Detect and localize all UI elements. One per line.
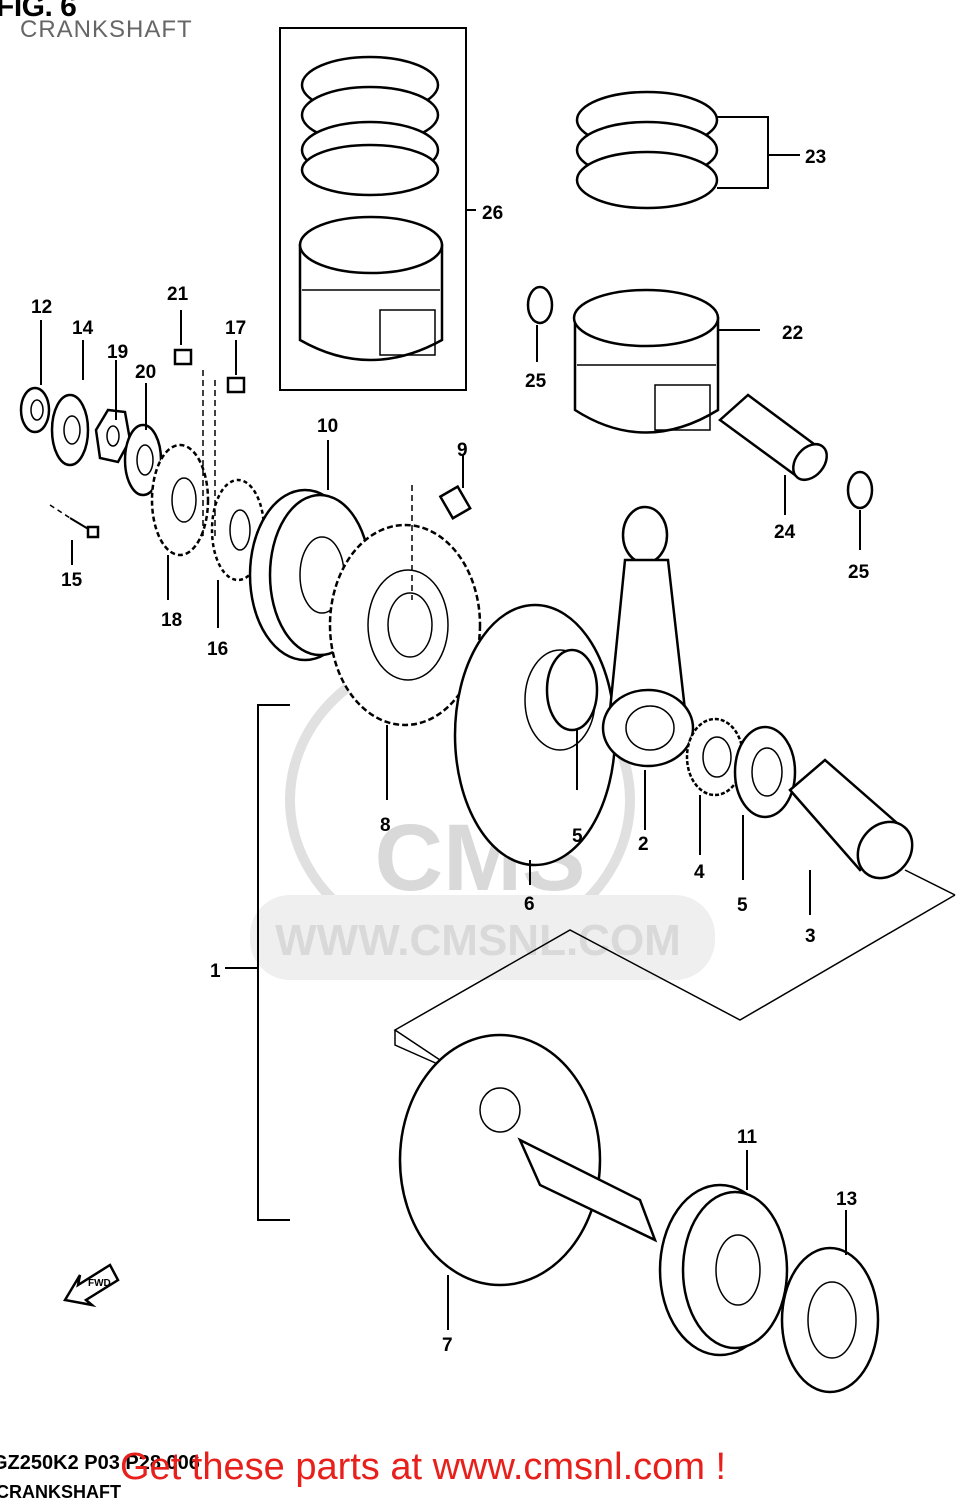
primary-gear [328,523,482,800]
callout-25-left: 25 [525,371,547,392]
piston [572,288,760,434]
callout-11: 11 [737,1127,758,1148]
piston-rings [575,90,800,210]
callout-17: 17 [225,318,246,339]
oil-seal [19,320,51,434]
callout-25-right: 25 [848,562,870,583]
circlip-left [526,285,554,362]
needle-bearing [685,717,745,855]
figure-number: FIG. 6 [0,0,77,23]
diagram-code: GZ250K2 P03 P28 006 [0,1452,200,1474]
callout-22: 22 [782,323,803,344]
thrust-washer-right [733,725,797,880]
callout-21: 21 [167,284,189,305]
callout-26: 26 [482,203,503,224]
callout-1: 1 [210,961,221,982]
fwd-label: FWD [88,1278,111,1289]
callout-6: 6 [524,894,535,915]
callout-19: 19 [107,342,128,363]
assembly-bracket [225,704,290,1221]
callout-4: 4 [694,862,705,883]
callout-13: 13 [836,1189,857,1210]
piston-rings-set [300,55,440,197]
callout-24: 24 [774,522,796,543]
connecting-rod [601,505,695,830]
bolt [49,504,100,565]
callout-10: 10 [317,416,338,437]
callout-15: 15 [61,570,83,591]
callout-8: 8 [380,815,391,836]
callout-12: 12 [31,297,52,318]
crank-web-7 [398,1033,658,1330]
crank-pin [788,758,914,915]
assembly-guide [393,869,956,1066]
piston-in-set [298,215,444,362]
circlip-right [846,470,874,550]
lock-plate [50,340,90,467]
oil-seal-13 [780,1210,880,1394]
callout-14: 14 [72,318,94,339]
drive-gear-18 [150,443,210,600]
callout-labels: 1 2 3 4 5 5 6 7 8 9 10 11 12 13 14 15 16… [31,147,870,1356]
thrust-washer-left [545,648,599,790]
callout-5-left: 5 [572,826,583,847]
key-21 [173,310,204,540]
crank-nut [94,360,132,464]
piston-pin [718,393,828,515]
callout-9: 9 [457,440,468,461]
watermark-url: WWW.CMSNL.COM [275,916,681,965]
piston-set-box [279,27,476,391]
callout-20: 20 [135,362,156,383]
pin-9 [411,455,472,600]
callout-23: 23 [805,147,826,168]
callout-2: 2 [638,834,649,855]
callout-5-right: 5 [737,895,748,916]
fwd-arrow-icon: FWD [63,1263,120,1308]
key-17 [214,340,246,540]
callout-7: 7 [442,1335,453,1356]
figure-subtitle: CRANKSHAFT [20,16,193,43]
bearing-11 [658,1150,789,1357]
section-label: CRANKSHAFT [0,1482,121,1502]
promo-link[interactable]: Get these parts at www.cmsnl.com ! [120,1446,727,1488]
callout-18: 18 [161,610,182,631]
washer [123,383,163,497]
callout-16: 16 [207,639,228,660]
callout-3: 3 [805,926,816,947]
